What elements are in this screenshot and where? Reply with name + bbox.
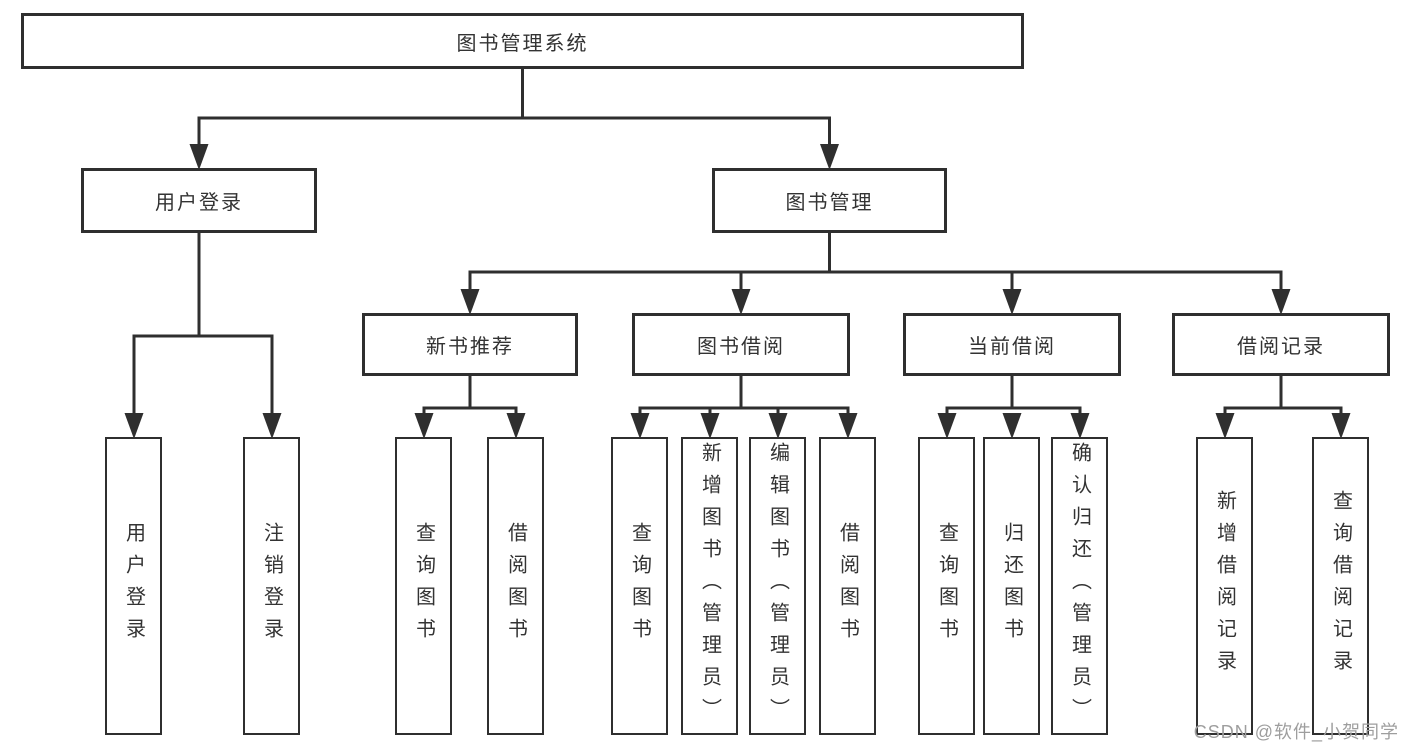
leaf-confirm-return-admin: 确认归还（管理员）	[1051, 437, 1108, 735]
csdn-watermark: CSDN @软件_小贺同学	[1193, 722, 1399, 742]
node-label: 当前借阅	[968, 336, 1056, 358]
leaf-return-book: 归还图书	[983, 437, 1040, 735]
node-label: 图书借阅	[697, 336, 785, 358]
node-label: 查询图书	[935, 522, 958, 650]
leaf-logout: 注销登录	[243, 437, 300, 735]
node-new-book-recommendation: 新书推荐	[362, 313, 578, 376]
leaf-borrow-books-borrowing: 借阅图书	[819, 437, 876, 735]
node-label: 借阅图书	[504, 522, 527, 650]
leaf-borrow-books-recommend: 借阅图书	[487, 437, 544, 735]
node-label: 新书推荐	[426, 336, 514, 358]
node-label: 查询图书	[412, 522, 435, 650]
node-borrowing-records: 借阅记录	[1172, 313, 1390, 376]
leaf-add-book-admin: 新增图书（管理员）	[681, 437, 738, 735]
node-label: 查询图书	[628, 522, 651, 650]
node-label: 新增图书（管理员）	[698, 442, 721, 730]
node-label: 借阅记录	[1237, 336, 1325, 358]
node-label: 借阅图书	[836, 522, 859, 650]
node-label: 查询借阅记录	[1329, 490, 1352, 682]
node-label: 归还图书	[1000, 522, 1023, 650]
node-label: 新增借阅记录	[1213, 490, 1236, 682]
node-label: 编辑图书（管理员）	[766, 442, 789, 730]
leaf-user-login: 用户登录	[105, 437, 162, 735]
node-current-borrowing: 当前借阅	[903, 313, 1121, 376]
leaf-query-books-recommend: 查询图书	[395, 437, 452, 735]
node-book-borrowing: 图书借阅	[632, 313, 850, 376]
node-label: 注销登录	[260, 522, 283, 650]
leaf-query-books-current: 查询图书	[918, 437, 975, 735]
node-book-management: 图书管理	[712, 168, 947, 233]
node-label: 用户登录	[155, 192, 243, 214]
node-user-login: 用户登录	[81, 168, 317, 233]
node-label: 确认归还（管理员）	[1068, 442, 1091, 730]
node-label: 图书管理系统	[456, 32, 589, 55]
node-label: 图书管理	[785, 192, 874, 214]
leaf-query-books-borrowing: 查询图书	[611, 437, 668, 735]
leaf-add-borrow-record: 新增借阅记录	[1196, 437, 1253, 735]
node-label: 用户登录	[122, 522, 145, 650]
node-library-management-system: 图书管理系统	[21, 13, 1024, 69]
leaf-query-borrow-record: 查询借阅记录	[1312, 437, 1369, 735]
leaf-edit-book-admin: 编辑图书（管理员）	[749, 437, 806, 735]
